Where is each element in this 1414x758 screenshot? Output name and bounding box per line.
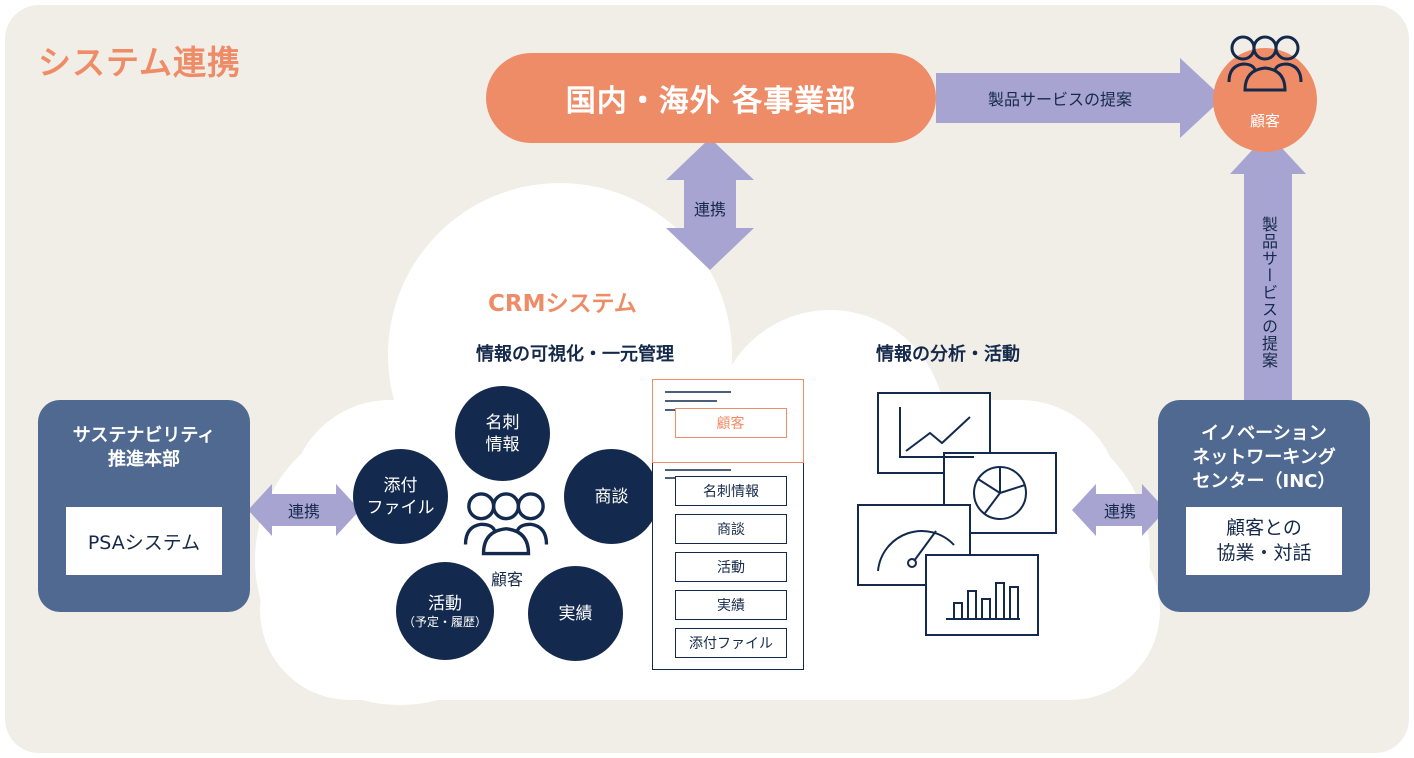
- departments-pill: 国内・海外 各事業部: [486, 53, 936, 143]
- circle-business-card: 名刺情報: [455, 386, 550, 481]
- record-field: 活動: [675, 552, 787, 582]
- circle-results: 実績: [528, 566, 623, 661]
- link-arrow-top: [666, 138, 754, 270]
- proposal-arrow-horizontal: [936, 58, 1223, 138]
- crm-title: CRMシステム: [488, 291, 637, 317]
- analysis-icons: [857, 392, 1057, 636]
- page-title: システム連携: [38, 43, 242, 82]
- analysis-heading: 情報の分析・活動: [876, 344, 1020, 365]
- link-arrow-right: [1072, 484, 1166, 536]
- proposal-arrow-vertical: [1230, 133, 1306, 402]
- bar-chart-icon: [925, 554, 1039, 636]
- link-label-top: 連携: [693, 200, 726, 219]
- record-field: 実績: [675, 590, 787, 620]
- customer-center-label: 顧客: [490, 570, 523, 589]
- document-header: 顧客: [651, 378, 804, 463]
- proposal-label-vertical: 製品サービスの提案: [1259, 215, 1278, 369]
- customer-circle: 顧客: [1213, 35, 1317, 152]
- sustainability-title: サステナビリティ 推進本部: [72, 425, 216, 470]
- psa-system-box: PSAシステム: [66, 507, 222, 575]
- sustainability-box: サステナビリティ 推進本部 PSAシステム: [38, 400, 250, 612]
- customer-group-icon: [463, 492, 549, 556]
- record-field: 商談: [675, 514, 787, 544]
- circle-attachments: 添付ファイル: [353, 449, 448, 544]
- inc-box: イノベーション ネットワーキング センター（INC） 顧客との 協業・対話: [1158, 400, 1370, 612]
- customer-label: 顧客: [1249, 112, 1280, 130]
- inc-title: イノベーション ネットワーキング センター（INC）: [1192, 423, 1336, 492]
- record-document: 顧客 名刺情報 商談 活動 実績 添付ファイル: [651, 378, 804, 670]
- link-arrow-left: [248, 484, 360, 536]
- visualization-heading: 情報の可視化・一元管理: [476, 344, 674, 365]
- proposal-label-horizontal: 製品サービスの提案: [987, 90, 1132, 109]
- circle-negotiation: 商談: [564, 449, 659, 544]
- people-group-icon: [1227, 35, 1303, 92]
- link-label-left: 連携: [287, 502, 320, 521]
- record-field: 名刺情報: [675, 476, 787, 506]
- collaboration-box: 顧客との 協業・対話: [1186, 507, 1342, 575]
- gauge-icon: [857, 504, 971, 586]
- link-label-right: 連携: [1103, 502, 1136, 521]
- record-highlight-field: 顧客: [674, 407, 787, 438]
- record-field: 添付ファイル: [675, 628, 787, 658]
- circle-activities: 活動（予定・履歴）: [396, 562, 494, 660]
